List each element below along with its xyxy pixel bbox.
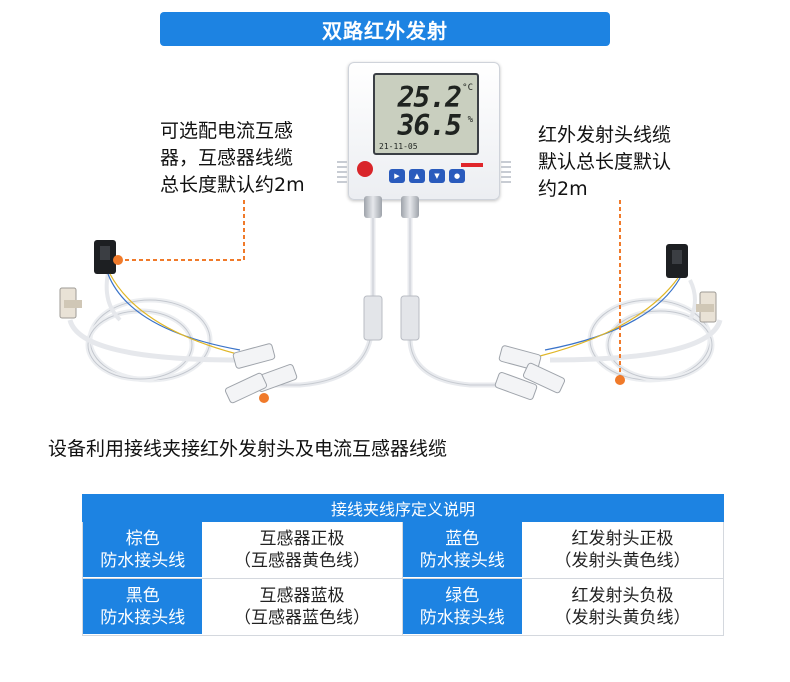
cable-gland-left	[364, 196, 382, 218]
note-line: 默认总长度默认	[538, 151, 672, 173]
temperature-readout: 25.2	[397, 81, 462, 114]
temperature-unit: °C	[462, 83, 473, 93]
wiring-definition-table: 接线夹线序定义说明 棕色 防水接头线 互感器正极 （互感器黄色线） 蓝色 防水接…	[82, 494, 724, 636]
humidity-readout: 36.5	[397, 109, 462, 142]
vent-grille-left	[337, 161, 347, 183]
table-value-cell: 互感器蓝极 （互感器蓝色线）	[202, 579, 403, 635]
label-line: 棕色	[125, 528, 160, 549]
table-value-cell: 红发射头负极 （发射头黄负线）	[521, 579, 723, 635]
table-row: 棕色 防水接头线 互感器正极 （互感器黄色线） 蓝色 防水接头线 红发射头正极 …	[83, 522, 723, 579]
note-line: 总长度默认约2m	[160, 174, 305, 196]
label-line: 防水接头线	[100, 550, 186, 571]
label-line: 黑色	[125, 585, 160, 606]
value-line: （互感器蓝色线）	[233, 608, 370, 628]
temperature-humidity-recorder: 25.2 °C 36.5 % 21-11-05 ▶ ▲ ▼ ●	[337, 62, 511, 200]
down-button-icon: ▼	[429, 169, 445, 183]
value-line: （互感器黄色线）	[233, 551, 370, 571]
play-button-icon: ▶	[389, 169, 405, 183]
status-strip	[461, 163, 483, 167]
label-line: 蓝色	[445, 528, 480, 549]
value-line: （发射头黄负线）	[554, 608, 691, 628]
lcd-display: 25.2 °C 36.5 % 21-11-05	[373, 73, 479, 155]
value-line: 互感器蓝极	[259, 586, 345, 606]
note-current-transformer: 可选配电流互感 器，互感器线缆 总长度默认约2m	[160, 118, 350, 199]
label-line: 防水接头线	[419, 607, 505, 628]
label-line: 防水接头线	[100, 607, 186, 628]
label-line: 绿色	[445, 585, 480, 606]
table-row: 黑色 防水接头线 互感器蓝极 （互感器蓝色线） 绿色 防水接头线 红发射头负极 …	[83, 579, 723, 635]
title-banner: 双路红外发射	[160, 12, 610, 46]
table-label-cell: 蓝色 防水接头线	[402, 522, 522, 578]
value-line: 红发射头正极	[571, 529, 674, 549]
date-readout: 21-11-05	[379, 142, 418, 151]
note-line: 红外发射头线缆	[538, 124, 672, 146]
table-value-cell: 互感器正极 （互感器黄色线）	[202, 522, 403, 578]
note-line: 约2m	[538, 178, 588, 200]
label-line: 防水接头线	[419, 550, 505, 571]
brand-logo	[357, 161, 373, 177]
table-label-cell: 绿色 防水接头线	[402, 579, 522, 635]
note-ir-emitter: 红外发射头线缆 默认总长度默认 约2m	[538, 122, 768, 203]
up-button-icon: ▲	[409, 169, 425, 183]
cable-gland-right	[401, 196, 419, 218]
value-line: 红发射头负极	[571, 586, 674, 606]
vent-grille-right	[501, 161, 511, 183]
table-header: 接线夹线序定义说明	[82, 494, 724, 522]
ok-button-icon: ●	[449, 169, 465, 183]
table-label-cell: 黑色 防水接头线	[83, 579, 203, 635]
table-value-cell: 红发射头正极 （发射头黄色线）	[521, 522, 723, 578]
table-label-cell: 棕色 防水接头线	[83, 522, 203, 578]
note-wiring-clip: 设备利用接线夹接红外发射头及电流互感器线缆	[48, 438, 448, 460]
humidity-unit: %	[467, 115, 473, 125]
value-line: 互感器正极	[259, 529, 345, 549]
note-line: 可选配电流互感	[160, 120, 294, 142]
value-line: （发射头黄色线）	[554, 551, 691, 571]
page-title: 双路红外发射	[322, 18, 448, 43]
note-line: 器，互感器线缆	[160, 147, 294, 169]
